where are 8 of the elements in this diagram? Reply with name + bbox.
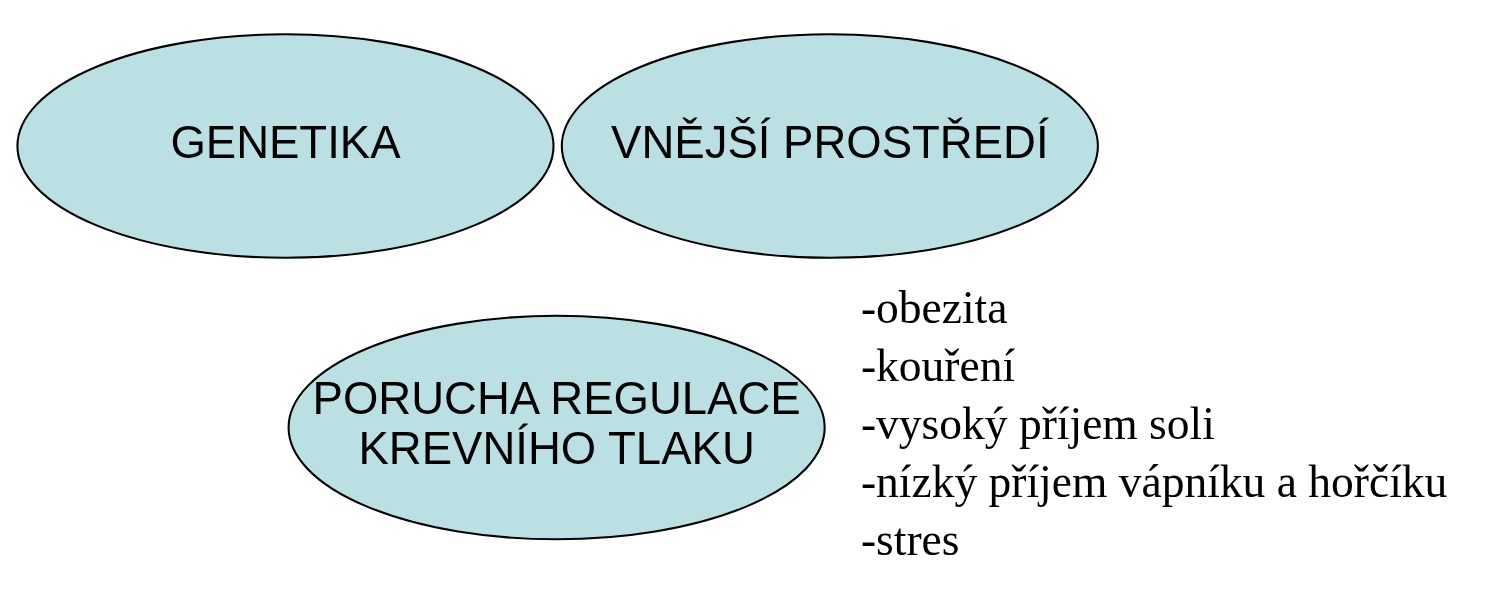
node-ellipse: GENETIKA (16, 33, 555, 259)
node-ellipse: PORUCHA REGULACE KREVNÍHO TLAKU (287, 314, 826, 541)
label: -vysoký příjem soli (860, 398, 1215, 450)
node-ellipse: VNĚJŠÍ PROSTŘEDÍ (560, 33, 1099, 259)
label: -nízký příjem vápníku a hořčíku (860, 456, 1448, 508)
label: -kouření (860, 340, 1016, 392)
label: -stres (860, 514, 960, 566)
label: -obezita (860, 282, 1008, 334)
